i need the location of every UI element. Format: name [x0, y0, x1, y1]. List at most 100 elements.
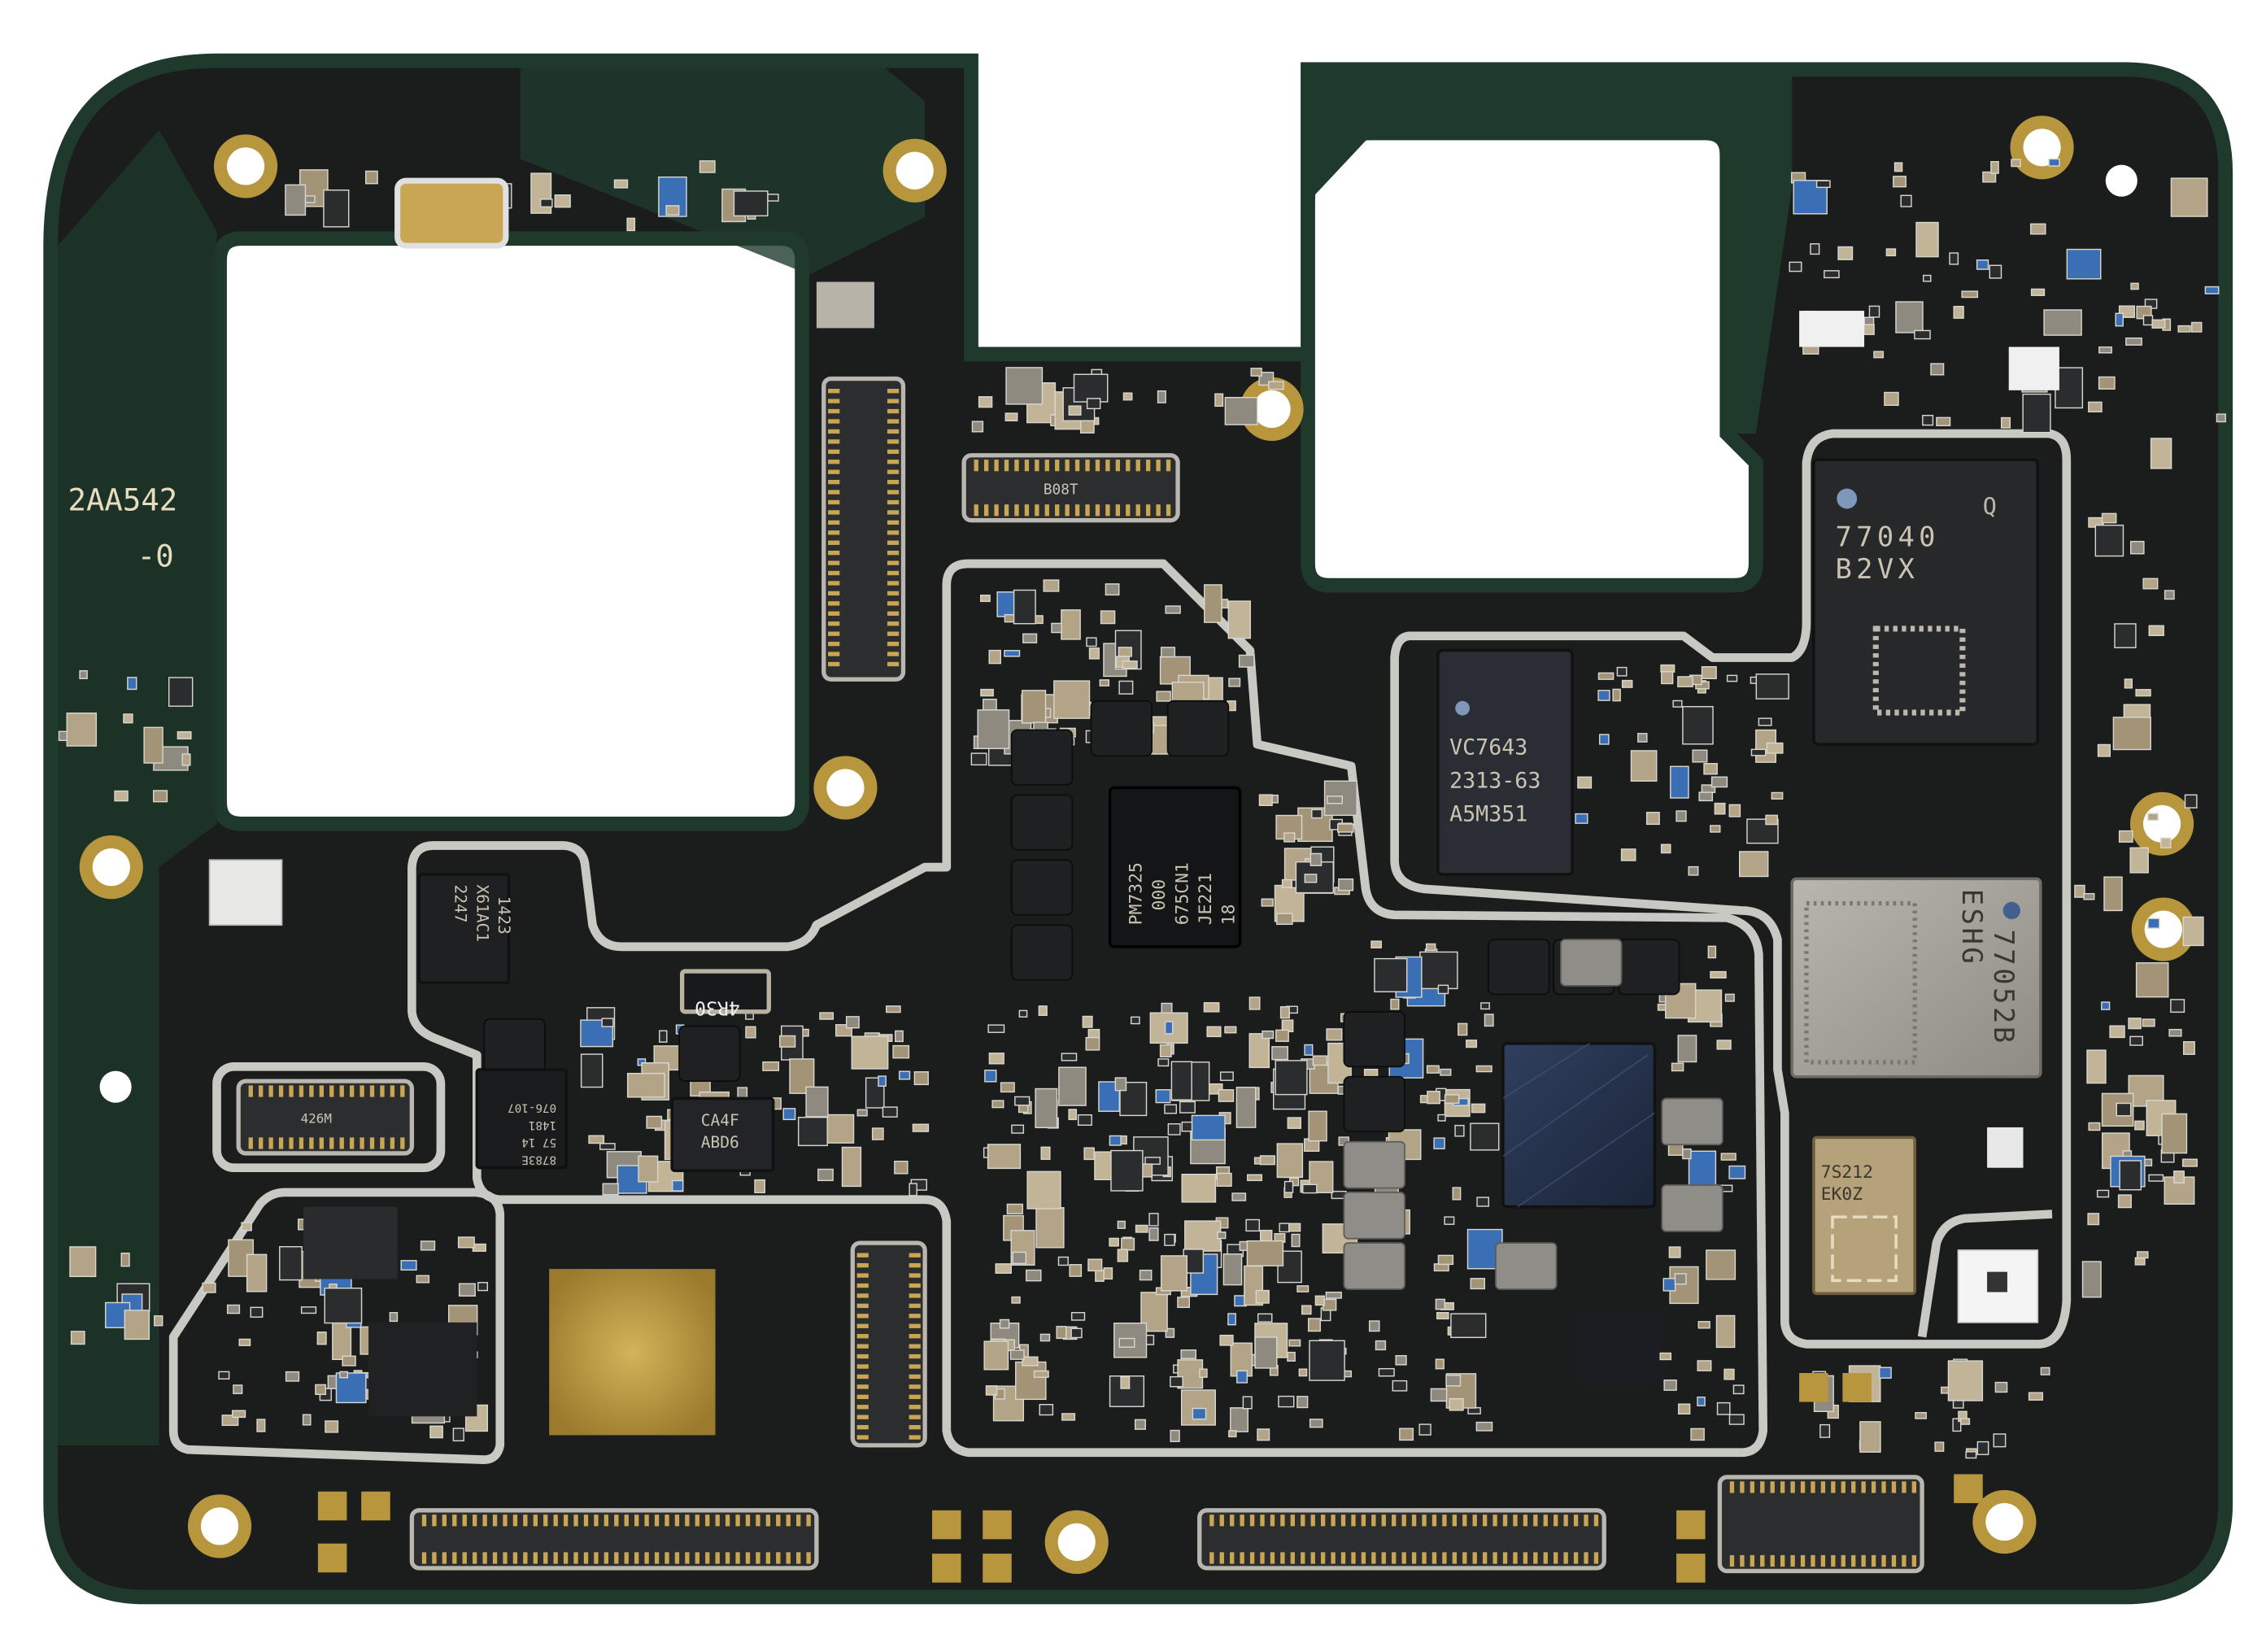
- smd-component: [1043, 579, 1060, 592]
- smd-component: [1130, 1016, 1140, 1025]
- smd-component: [69, 1246, 97, 1278]
- connector-pin: [856, 1262, 869, 1268]
- connector-pin: [1351, 1552, 1356, 1564]
- connector-pin: [1230, 1515, 1235, 1527]
- connector-pin: [339, 1137, 344, 1149]
- smd-component: [1203, 1002, 1220, 1013]
- smd-component: [1915, 1411, 1927, 1419]
- smd-component: [2216, 413, 2226, 423]
- smd-component: [2181, 1158, 2198, 1167]
- connector-pin: [1331, 1552, 1336, 1564]
- smd-component: [1311, 809, 1323, 819]
- smd-component: [1279, 1223, 1290, 1233]
- smd-component: [1260, 1229, 1273, 1243]
- connector-pin: [553, 1515, 558, 1527]
- smd-component: [1087, 1258, 1103, 1272]
- connector-pin: [909, 1253, 921, 1258]
- connector-pin: [1411, 1515, 1417, 1527]
- connector-pin: [1841, 1481, 1845, 1493]
- smd-component: [995, 1263, 1012, 1274]
- mounting-hole: [2144, 910, 2182, 948]
- connector-pin: [1270, 1552, 1275, 1564]
- connector-pin: [1411, 1552, 1417, 1564]
- connector-pin: [482, 1552, 487, 1564]
- smd-component: [1677, 676, 1693, 687]
- smd-component: [2094, 525, 2124, 557]
- smd-component: [233, 1384, 243, 1394]
- rf-transceiver-chip: Q 77040 B2VX: [1812, 458, 2040, 746]
- connector-pin: [887, 591, 900, 596]
- smd-component: [2124, 678, 2133, 689]
- pmic-chip: PM7325 000 675CN1 JE221 18: [1108, 786, 1242, 948]
- connector-pin: [390, 1137, 395, 1149]
- chip-marking-line: 1423: [495, 896, 513, 935]
- smd-component: [1157, 1058, 1170, 1067]
- connector-pin: [369, 1085, 375, 1097]
- smd-component: [1257, 1428, 1270, 1441]
- connector-pin: [1004, 504, 1009, 517]
- connector-pin: [887, 469, 900, 474]
- smd-component: [1025, 1269, 1042, 1282]
- connector-pin: [776, 1552, 781, 1564]
- smd-component: [1445, 1375, 1462, 1387]
- connector-pin: [1074, 460, 1080, 472]
- connector-pin: [268, 1137, 273, 1149]
- connector-pin: [473, 1515, 477, 1527]
- smd-component: [1706, 1249, 1737, 1280]
- smd-component: [1164, 1104, 1178, 1114]
- smd-component: [912, 1123, 930, 1132]
- connector-pin: [442, 1515, 447, 1527]
- smd-component: [913, 1071, 929, 1086]
- smd-component: [1180, 1349, 1197, 1359]
- smd-component: [1204, 584, 1222, 623]
- smd-component: [231, 1410, 246, 1419]
- connector-pin: [329, 1137, 334, 1149]
- connector-pin: [887, 479, 900, 485]
- connector-pin: [695, 1515, 699, 1527]
- connector-pin: [974, 460, 978, 472]
- connector-pin: [1513, 1552, 1518, 1564]
- connector-pin: [1024, 460, 1030, 472]
- smd-component: [152, 790, 168, 803]
- smd-component: [1466, 1040, 1478, 1048]
- gold-test-pad: [983, 1510, 1012, 1540]
- smd-component: [823, 1114, 855, 1144]
- smd-component: [2160, 837, 2172, 849]
- smd-component: [841, 1146, 862, 1188]
- chip-marking-line: X61AC1: [473, 884, 491, 942]
- smd-component: [1296, 1396, 1309, 1409]
- smd-component: [1575, 813, 1588, 824]
- smd-component: [1470, 1122, 1500, 1151]
- connector-pin: [594, 1515, 599, 1527]
- connector-pin: [1371, 1515, 1376, 1527]
- smd-component: [626, 217, 636, 232]
- connector-pin: [1381, 1552, 1386, 1564]
- connector-pin: [887, 460, 900, 464]
- connector-pin: [614, 1552, 619, 1564]
- mounting-hole: [1057, 1523, 1096, 1561]
- smd-component: [1982, 171, 1997, 183]
- connector-pin: [1543, 1515, 1548, 1527]
- smd-component: [1766, 742, 1784, 754]
- smd-component: [1283, 1180, 1294, 1193]
- smd-component: [1120, 1375, 1131, 1389]
- connector-pin: [360, 1137, 364, 1149]
- chip-marking-line: PM7325: [1126, 862, 1147, 925]
- connector-pin: [1290, 1515, 1295, 1527]
- smd-component: [1179, 1101, 1196, 1114]
- connector-pin: [1074, 504, 1080, 517]
- smd-component: [1222, 1253, 1243, 1286]
- smd-component: [894, 1161, 909, 1175]
- smd-component: [1180, 1389, 1216, 1426]
- smd-component: [601, 1018, 614, 1027]
- connector-pin: [909, 1374, 921, 1380]
- connector-pin: [1320, 1552, 1326, 1564]
- smd-component: [2066, 248, 2102, 280]
- smd-component: [980, 688, 994, 697]
- power-inductor: [1090, 700, 1153, 757]
- connector-pin: [887, 490, 900, 495]
- smd-component: [2177, 325, 2191, 333]
- smd-component: [1484, 1013, 1494, 1027]
- connector-pin: [909, 1303, 921, 1309]
- connector-pin: [482, 1515, 487, 1527]
